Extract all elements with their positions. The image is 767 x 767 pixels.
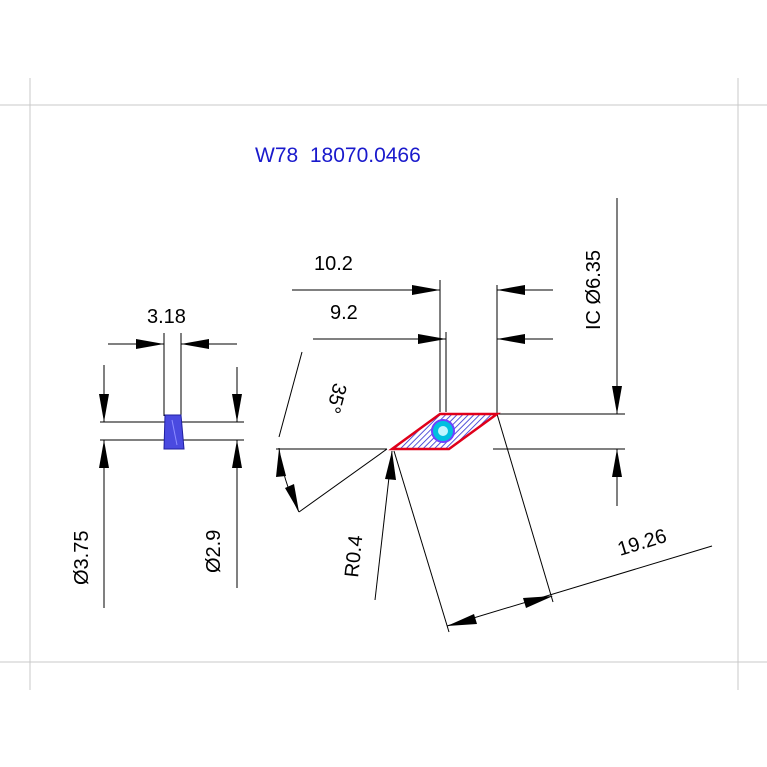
inscribed-circle-label: IC Ø6.35 [583, 250, 605, 330]
inner-diameter-label: Ø2.9 [203, 530, 225, 573]
angle-label: 35° [321, 381, 350, 416]
length-b-label: 9.2 [330, 302, 358, 324]
top-view [276, 198, 713, 633]
outer-diameter-label: Ø3.75 [71, 531, 93, 585]
edge-length-label: 19.26 [615, 525, 669, 561]
thickness-label: 3.18 [147, 306, 186, 328]
drawing-frame [0, 78, 767, 690]
corner-radius-label: R0.4 [341, 534, 367, 578]
length-a-label: 10.2 [314, 253, 353, 275]
drawing-title: W78 18070.0466 [255, 144, 421, 167]
side-view [99, 333, 244, 608]
